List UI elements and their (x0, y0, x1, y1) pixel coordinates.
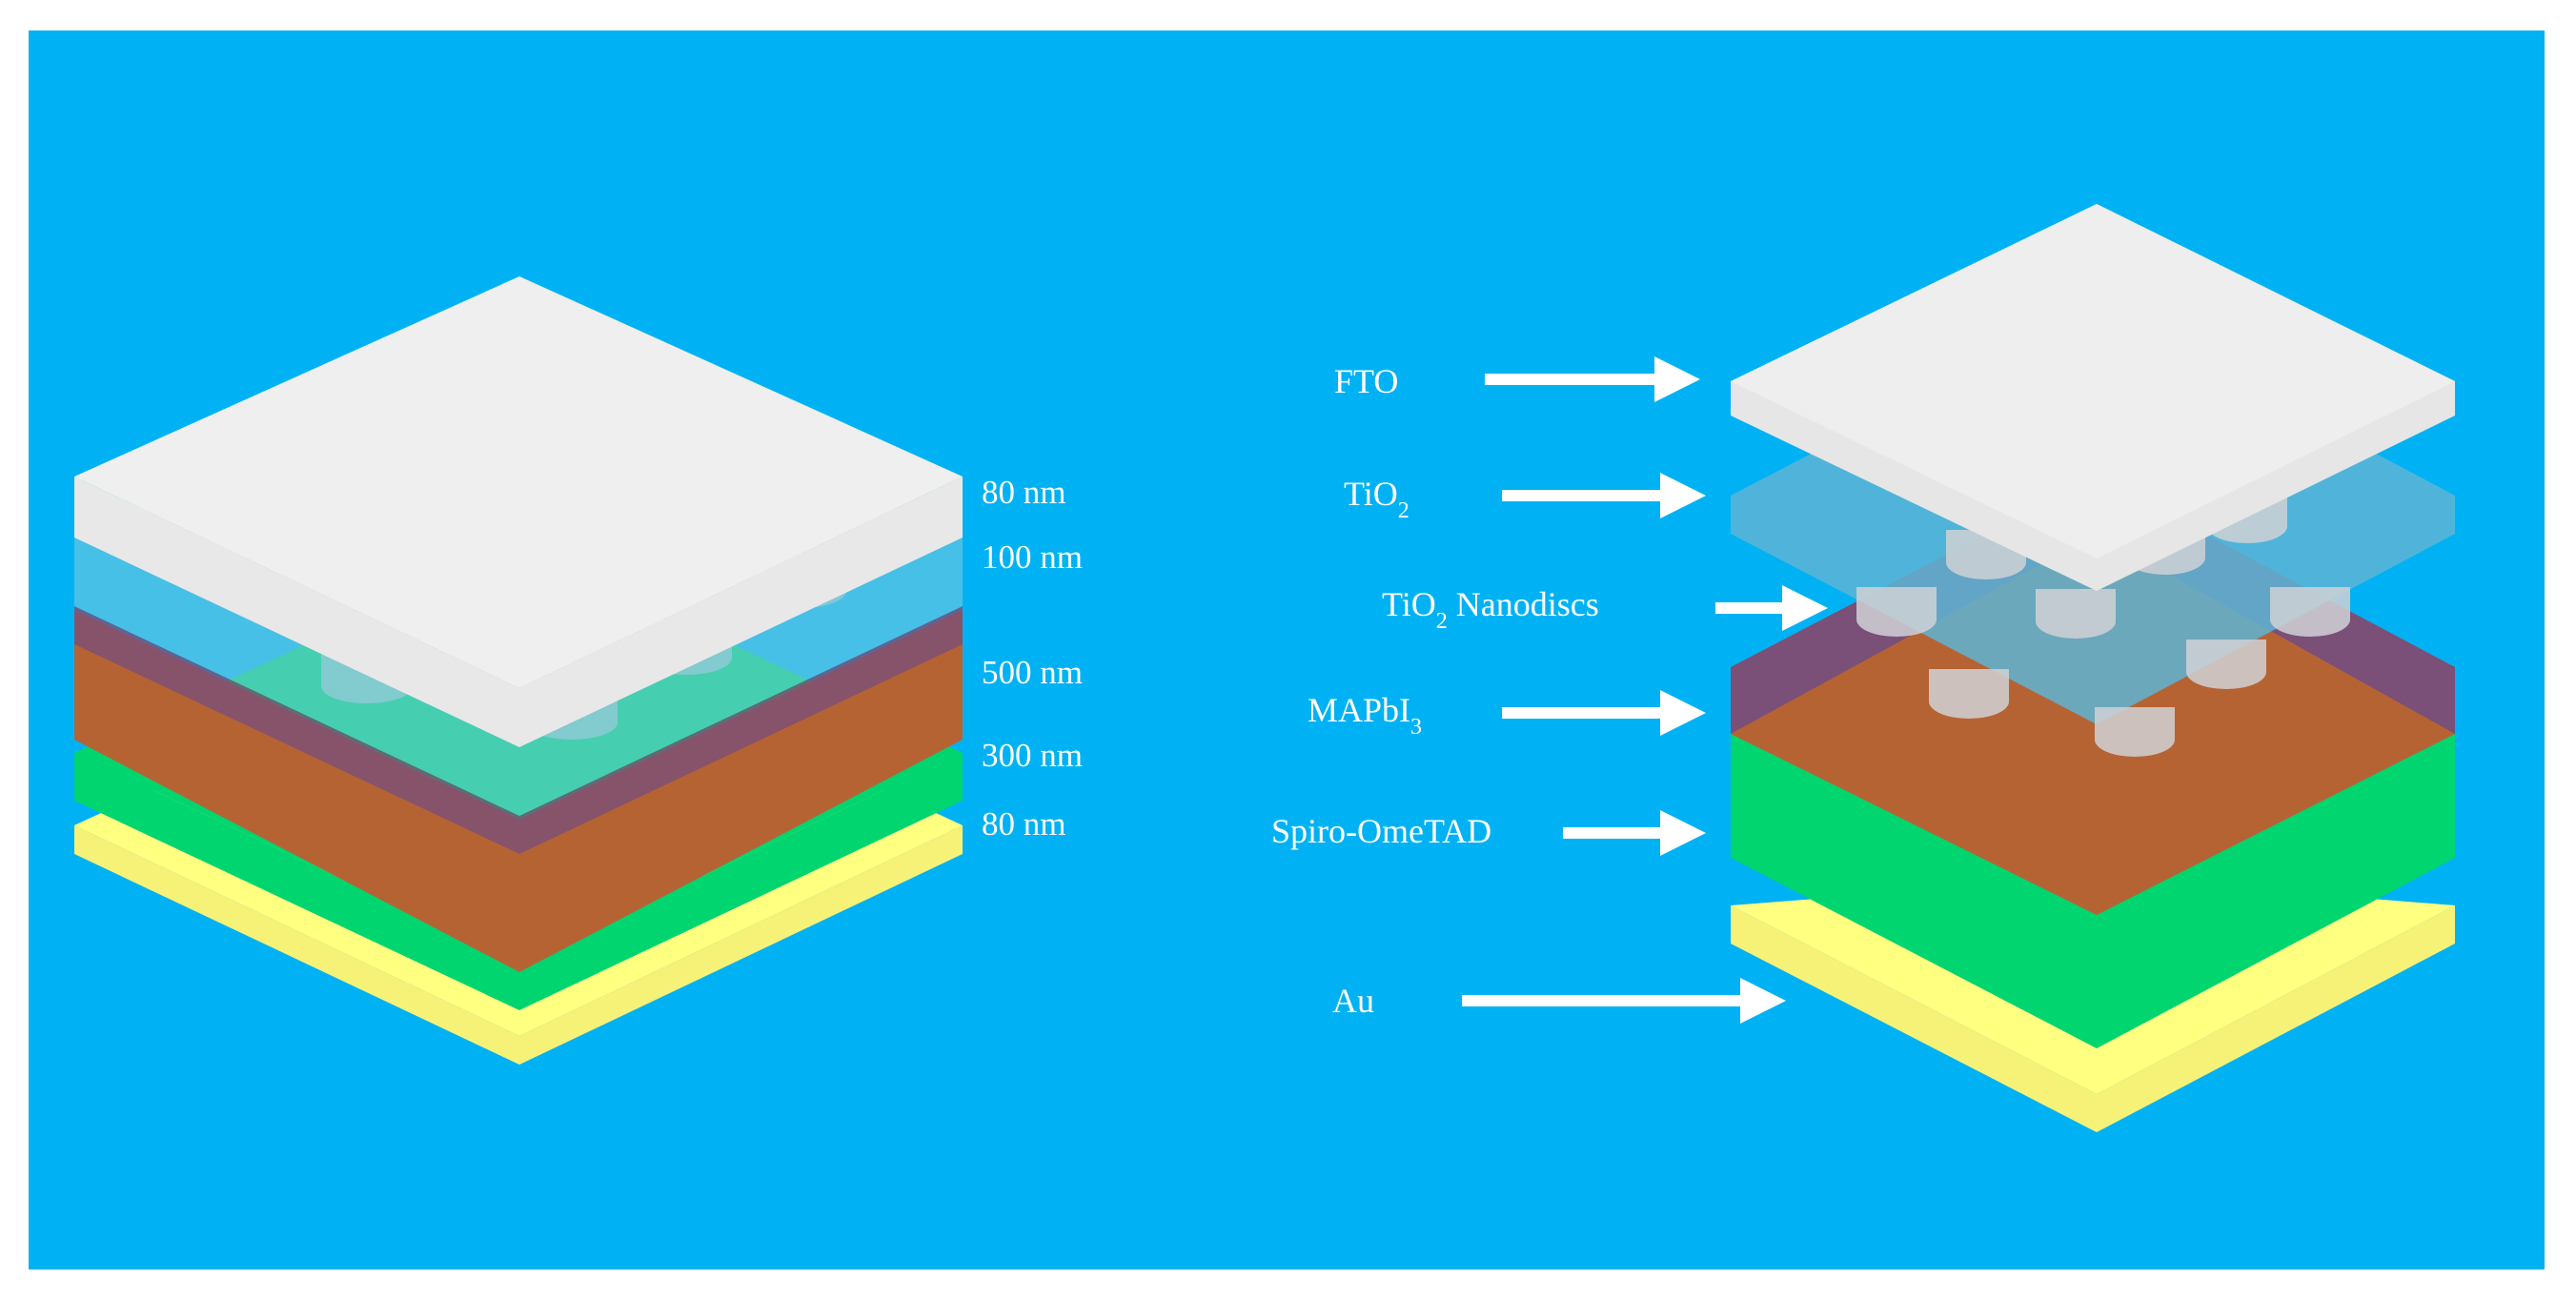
left-spiro-side (74, 753, 963, 1010)
right-nanodisc-body (2095, 707, 2175, 740)
nanodiscs-text: TiO (1382, 585, 1436, 623)
mapbi3-sub: 3 (1410, 715, 1422, 740)
right-nanodisc-body (2036, 589, 2116, 621)
tio2-text: TiO (1344, 475, 1398, 513)
right-au-side (1731, 905, 2455, 1132)
thickness-label-mapbi3: 500 nm (982, 654, 1083, 691)
layer-label-tio2: TiO2 (1344, 475, 1410, 523)
nanodiscs-suffix: Nanodiscs (1448, 585, 1599, 623)
layer-label-spiro: Spiro-OmeTAD (1271, 812, 1491, 850)
layer-label-au: Au (1332, 982, 1374, 1020)
layer-label-nanodiscs: TiO2 Nanodiscs (1382, 585, 1599, 634)
right-nanodisc-body (1856, 587, 1937, 620)
tio2-sub: 2 (1398, 498, 1410, 523)
thickness-label-au: 80 nm (982, 805, 1065, 843)
right-fto-top (1731, 204, 2455, 559)
left-mapbi3-side (74, 610, 963, 972)
nanodiscs-sub: 2 (1436, 609, 1448, 634)
layer-label-mapbi3: MAPbI3 (1308, 691, 1422, 740)
right-nanodisc-body (1929, 669, 2009, 701)
mapbi3-text: MAPbI (1308, 691, 1410, 729)
layer-label-fto: FTO (1334, 362, 1398, 400)
left-tio2-layer (74, 538, 963, 816)
thickness-label-tio2: 100 nm (982, 538, 1083, 576)
left-fto-side (74, 477, 963, 747)
thickness-label-spiro: 300 nm (982, 737, 1083, 774)
right-nanodisc-body (2270, 587, 2350, 620)
left-fto-top (74, 276, 963, 688)
thickness-label-fto: 80 nm (982, 474, 1065, 511)
right-nanodisc-body (2186, 640, 2266, 672)
right-stack (1731, 204, 2455, 1132)
left-stack (74, 276, 963, 1065)
